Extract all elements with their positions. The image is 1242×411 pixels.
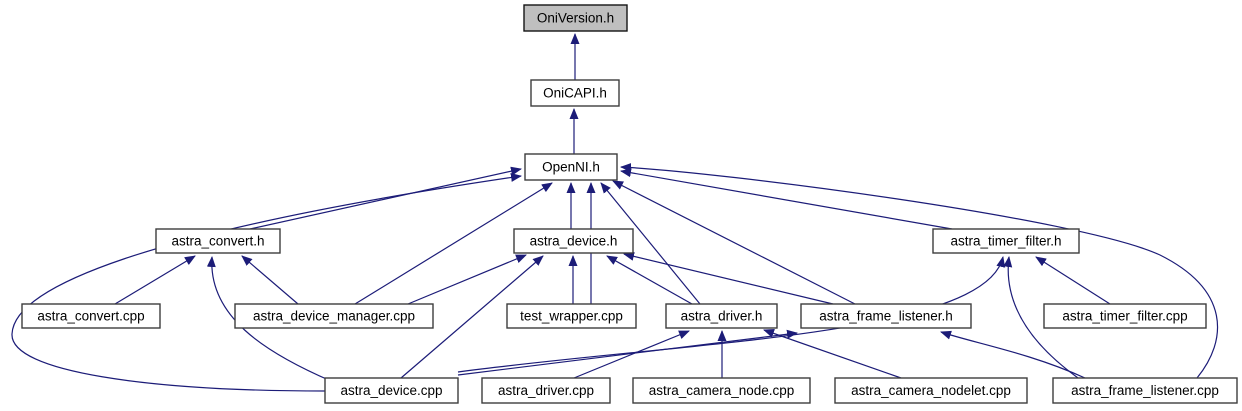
node-astra_timer_filter_cpp[interactable]: astra_timer_filter.cpp <box>1043 303 1207 329</box>
edge-astra_device_manager_cpp-to-astra_convert_h <box>241 255 299 305</box>
edge-astra_driver_cpp-to-astra_driver_h <box>573 330 690 379</box>
node-box-onicapi_h[interactable] <box>530 79 620 107</box>
node-label-astra_timer_filter_h: astra_timer_filter.h <box>950 234 1061 249</box>
node-label-astra_frame_listener_cpp: astra_frame_listener.cpp <box>1071 383 1219 398</box>
edge-astra_device_cpp-to-astra_timer_filter_h <box>457 256 1006 373</box>
node-box-astra_driver_cpp[interactable] <box>481 377 611 404</box>
node-box-astra_device_h[interactable] <box>513 228 634 254</box>
edge-layer <box>11 33 1219 392</box>
node-astra_camera_node_cpp[interactable]: astra_camera_node.cpp <box>632 377 811 404</box>
edge-astra_device_manager_cpp-to-astra_device_h <box>407 254 527 305</box>
node-astra_device_manager_cpp[interactable]: astra_device_manager.cpp <box>234 303 434 329</box>
node-label-astra_device_cpp: astra_device.cpp <box>340 383 442 398</box>
node-label-astra_camera_node_cpp: astra_camera_node.cpp <box>649 383 795 398</box>
edge-astra_device_cpp-to-astra_frame_listener_h <box>457 329 798 376</box>
node-astra_device_h[interactable]: astra_device.h <box>513 228 634 254</box>
edge-astra_frame_listener_cpp-to-astra_timer_filter_h <box>1003 256 1079 379</box>
edge-astra_timer_filter_h-to-openni_h <box>620 168 953 230</box>
edge-astra_driver_h-to-openni_h <box>600 182 701 305</box>
node-astra_driver_h[interactable]: astra_driver.h <box>665 303 778 329</box>
node-openni_h[interactable]: OpenNI.h <box>524 153 618 181</box>
node-box-astra_camera_node_cpp[interactable] <box>632 377 811 404</box>
edge-astra_device_manager_cpp-to-openni_h <box>354 182 553 305</box>
node-onicapi_h[interactable]: OniCAPI.h <box>530 79 620 107</box>
edge-astra_convert_cpp-to-astra_convert_h <box>114 255 196 305</box>
node-box-astra_convert_h[interactable] <box>155 228 281 254</box>
edge-astra_device_cpp-to-astra_convert_h <box>206 256 332 382</box>
node-label-astra_camera_nodelet_cpp: astra_camera_nodelet.cpp <box>851 383 1011 398</box>
node-box-astra_frame_listener_h[interactable] <box>800 303 972 329</box>
node-label-astra_frame_listener_h: astra_frame_listener.h <box>819 309 953 324</box>
node-box-openni_h[interactable] <box>524 153 618 181</box>
edge-astra_driver_h-to-astra_device_h <box>606 255 693 305</box>
node-label-astra_driver_h: astra_driver.h <box>681 309 763 324</box>
node-label-astra_convert_h: astra_convert.h <box>171 234 264 249</box>
node-label-onicapi_h: OniCAPI.h <box>543 86 607 101</box>
node-astra_frame_listener_cpp[interactable]: astra_frame_listener.cpp <box>1052 377 1238 404</box>
node-box-astra_driver_h[interactable] <box>665 303 778 329</box>
node-label-astra_timer_filter_cpp: astra_timer_filter.cpp <box>1062 309 1187 324</box>
node-box-astra_device_manager_cpp[interactable] <box>234 303 434 329</box>
edge-astra_frame_listener_h-to-openni_h <box>612 180 856 305</box>
node-astra_frame_listener_h[interactable]: astra_frame_listener.h <box>800 303 972 329</box>
node-astra_driver_cpp[interactable]: astra_driver.cpp <box>481 377 611 404</box>
node-box-astra_frame_listener_cpp[interactable] <box>1052 377 1238 404</box>
node-label-astra_device_h: astra_device.h <box>530 234 618 249</box>
edge-astra_camera_nodelet_cpp-to-astra_driver_h <box>763 329 902 379</box>
node-astra_timer_filter_h[interactable]: astra_timer_filter.h <box>932 228 1080 254</box>
node-astra_convert_cpp[interactable]: astra_convert.cpp <box>21 303 161 329</box>
node-test_wrapper_cpp[interactable]: test_wrapper.cpp <box>506 303 637 329</box>
edge-astra_timer_filter_cpp-to-astra_timer_filter_h <box>1035 256 1111 305</box>
node-label-test_wrapper_cpp: test_wrapper.cpp <box>520 309 623 324</box>
node-box-astra_timer_filter_cpp[interactable] <box>1043 303 1207 329</box>
node-astra_camera_nodelet_cpp[interactable]: astra_camera_nodelet.cpp <box>834 377 1028 404</box>
node-oniversion_h[interactable]: OniVersion.h <box>523 4 628 32</box>
edge-astra_frame_listener_cpp-to-astra_frame_listener_h <box>940 330 1086 379</box>
edge-astra_frame_listener_cpp-to-openni_h <box>620 163 1219 379</box>
edge-astra_convert_h-to-openni_h <box>249 166 522 230</box>
edge-astra_device_cpp-to-openni_h <box>11 173 522 392</box>
node-box-astra_convert_cpp[interactable] <box>21 303 161 329</box>
node-astra_device_cpp[interactable]: astra_device.cpp <box>324 377 459 404</box>
node-box-astra_camera_nodelet_cpp[interactable] <box>834 377 1028 404</box>
node-box-astra_timer_filter_h[interactable] <box>932 228 1080 254</box>
node-label-astra_driver_cpp: astra_driver.cpp <box>498 383 594 398</box>
node-box-test_wrapper_cpp[interactable] <box>506 303 637 329</box>
node-box-oniversion_h[interactable] <box>523 4 628 32</box>
node-label-astra_device_manager_cpp: astra_device_manager.cpp <box>253 309 415 324</box>
node-label-openni_h: OpenNI.h <box>542 160 600 175</box>
node-label-oniversion_h: OniVersion.h <box>537 11 614 26</box>
node-label-astra_convert_cpp: astra_convert.cpp <box>37 309 144 324</box>
edge-astra_frame_listener_h-to-astra_device_h <box>623 251 834 305</box>
edge-astra_device_cpp-to-astra_device_h <box>400 255 544 379</box>
node-astra_convert_h[interactable]: astra_convert.h <box>155 228 281 254</box>
node-box-astra_device_cpp[interactable] <box>324 377 459 404</box>
